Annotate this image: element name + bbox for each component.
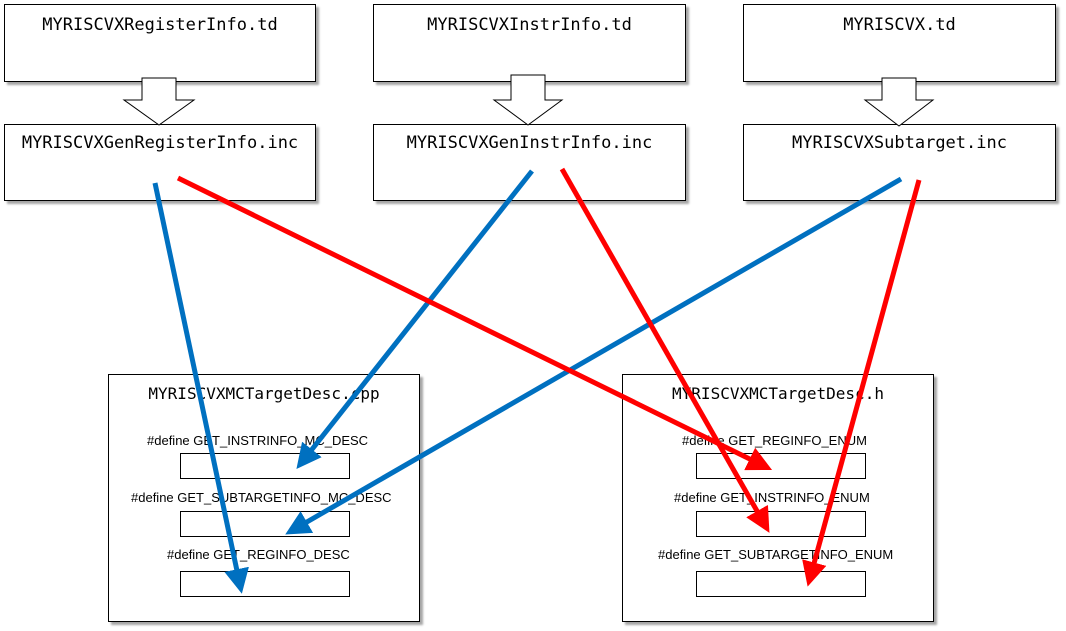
define-reginfo-enum: #define GET_REGINFO_ENUM	[682, 433, 867, 448]
block-arrow-register	[122, 77, 196, 126]
arrow-register-to-reginfo-enum	[176, 175, 773, 471]
subtarget-inc-label: MYRISCVXSubtarget.inc	[792, 133, 1007, 153]
subtarget-inc-box: MYRISCVXSubtarget.inc	[743, 124, 1056, 201]
arrow-subtarget-to-subtargetinfo-enum	[802, 179, 922, 587]
myriscvx-td-label: MYRISCVX.td	[843, 15, 956, 35]
register-info-td-label: MYRISCVXRegisterInfo.td	[42, 15, 278, 35]
define-reginfo-desc: #define GET_REGINFO_DESC	[167, 547, 350, 562]
define-instrinfo-enum: #define GET_INSTRINFO_ENUM	[674, 490, 870, 505]
target-desc-cpp-title: MYRISCVXMCTargetDesc.cpp	[148, 384, 380, 403]
gen-instr-info-inc-label: MYRISCVXGenInstrInfo.inc	[406, 133, 653, 153]
target-desc-h-box: MYRISCVXMCTargetDesc.h #define GET_REGIN…	[622, 374, 934, 622]
arrow-register-to-reginfo-desc	[152, 182, 249, 594]
slot-reginfo-desc	[180, 571, 350, 597]
block-arrow-subtarget	[863, 77, 935, 127]
instr-info-td-box: MYRISCVXInstrInfo.td	[373, 4, 686, 82]
define-subtargetinfo-mc-desc: #define GET_SUBTARGETINFO_MC_DESC	[131, 490, 392, 505]
myriscvx-td-box: MYRISCVX.td	[743, 4, 1056, 82]
register-info-td-box: MYRISCVXRegisterInfo.td	[4, 4, 316, 82]
block-arrow-instr	[492, 74, 564, 126]
target-desc-cpp-box: MYRISCVXMCTargetDesc.cpp #define GET_INS…	[108, 374, 420, 622]
instr-info-td-label: MYRISCVXInstrInfo.td	[427, 15, 632, 35]
slot-subtargetinfo-enum	[696, 571, 866, 597]
gen-register-info-inc-label: MYRISCVXGenRegisterInfo.inc	[21, 133, 299, 153]
define-subtargetinfo-enum: #define GET_SUBTARGETINFO_ENUM	[658, 547, 894, 562]
slot-instrinfo-enum	[696, 511, 866, 537]
arrow-subtarget-to-subtargetinfo-mc-desc	[285, 176, 903, 535]
gen-instr-info-inc-box: MYRISCVXGenInstrInfo.inc	[373, 124, 686, 201]
arrow-instr-to-instrinfo-enum	[559, 167, 770, 533]
target-desc-h-title: MYRISCVXMCTargetDesc.h	[672, 384, 884, 403]
arrow-instr-to-instrinfo-mc-desc	[296, 169, 534, 470]
